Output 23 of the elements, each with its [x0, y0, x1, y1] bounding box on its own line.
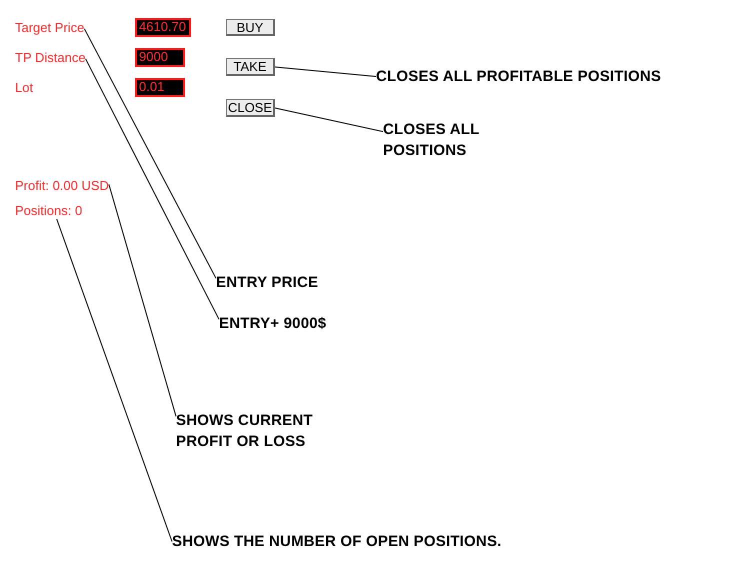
action-button: CLOSE [226, 99, 275, 117]
annotation-text: SHOWS THE NUMBER OF OPEN POSITIONS. [172, 531, 502, 552]
leader-line [274, 108, 384, 132]
leader-line [108, 184, 176, 417]
leader-line [84, 28, 216, 279]
leader-line [274, 66, 376, 77]
annotation-text: ENTRY PRICE [216, 272, 318, 293]
field-label: Positions: 0 [15, 203, 82, 219]
leader-line [85, 58, 220, 320]
annotation-text: ENTRY+ 9000$ [219, 313, 326, 334]
input-field: 0.01 [135, 78, 185, 97]
annotation-text: CLOSES ALL PROFITABLE POSITIONS [376, 66, 662, 87]
action-button: TAKE [226, 58, 275, 76]
field-label: TP Distance [15, 50, 86, 66]
input-field: 4610.70 [135, 18, 191, 37]
input-field: 9000 [135, 48, 185, 67]
field-label: Lot [15, 80, 34, 96]
annotation-text: CLOSES ALL POSITIONS [383, 119, 508, 161]
leader-line [56, 218, 172, 542]
field-label: Profit: 0.00 USD [15, 178, 109, 194]
field-label: Target Price [15, 20, 84, 36]
action-button: BUY [226, 19, 275, 36]
annotation-text: SHOWS CURRENT PROFIT OR LOSS [176, 410, 341, 452]
